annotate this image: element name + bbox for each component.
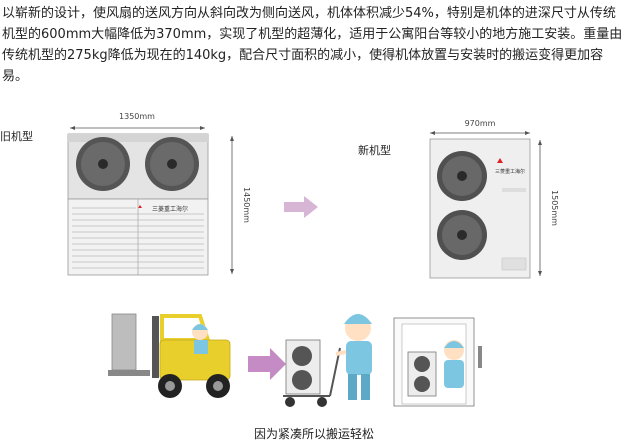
worker-figure [335, 314, 372, 400]
caption: 因为紧凑所以搬运轻松 [253, 427, 374, 441]
old-model-label: 旧机型 [0, 130, 33, 143]
new-width-dimension: 970mm [430, 119, 530, 135]
old-model-figure: 1350mm 三菱重工海尔 1450mm [67, 112, 251, 276]
right-arrow-icon [248, 348, 286, 380]
old-unit: 三菱重工海尔 [67, 133, 209, 276]
new-height-dimension: 1505mm [538, 140, 559, 276]
transition-arrow-icon [284, 196, 318, 218]
forklift-icon [108, 313, 231, 398]
old-brand-text: 三菱重工海尔 [152, 205, 188, 213]
transport-illustration [108, 313, 482, 407]
old-height-text: 1450mm [242, 187, 251, 223]
balcony-installation-icon [393, 317, 482, 407]
new-model-figure: 970mm 三菱重工海尔 1505mm [429, 119, 559, 279]
new-width-text: 970mm [465, 119, 496, 128]
new-model-label: 新机型 [358, 144, 391, 157]
intro-paragraph: 以崭新的设计，使风扇的送风方向从斜向改为侧向送风，机体体积减少54%，特别是机体… [2, 6, 623, 84]
old-width-text: 1350mm [119, 112, 155, 121]
new-brand-text: 三菱重工海尔 [495, 168, 525, 175]
old-width-dimension: 1350mm [70, 112, 205, 130]
hand-cart-icon [283, 339, 341, 407]
new-height-text: 1505mm [550, 190, 559, 226]
new-unit: 三菱重工海尔 [429, 138, 531, 279]
old-height-dimension: 1450mm [230, 136, 251, 274]
